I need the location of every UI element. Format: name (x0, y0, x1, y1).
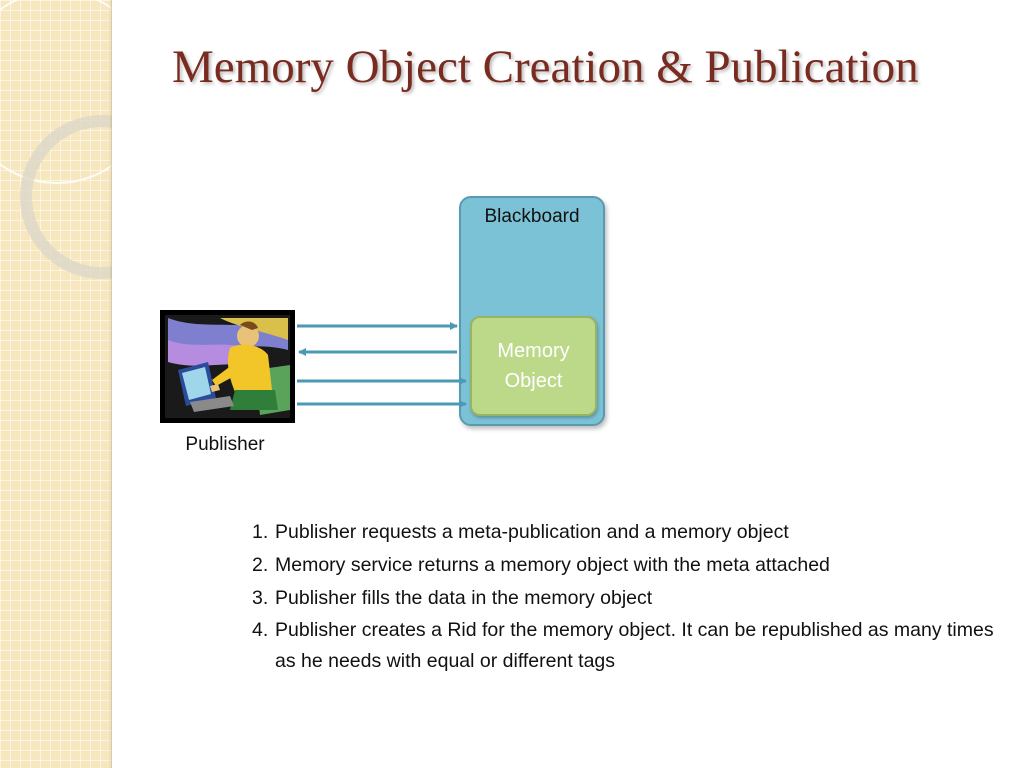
decorative-side-strip (0, 0, 112, 768)
publisher-label: Publisher (185, 434, 265, 455)
step-item: 2. Memory service returns a memory object… (252, 549, 1002, 582)
step-number: 3. (252, 587, 269, 609)
steps-list: 1. Publisher requests a meta-publication … (252, 516, 1002, 677)
memory-object-box: Memory Object (470, 316, 597, 416)
memory-object-label: Memory Object (497, 340, 570, 392)
step-text: Memory service returns a memory object w… (275, 554, 830, 576)
publisher-icon (160, 310, 295, 423)
step-text: Publisher fills the data in the memory o… (275, 587, 653, 609)
step-number: 2. (252, 554, 269, 576)
slide-title: Memory Object Creation & Publication (172, 41, 919, 93)
blackboard-label: Blackboard (484, 206, 580, 227)
step-item: 4. Publisher creates a Rid for the memory… (252, 615, 1002, 677)
step-item: 1. Publisher requests a meta-publication … (252, 516, 1002, 549)
step-item: 3. Publisher fills the data in the memory… (252, 582, 1002, 615)
step-number: 4. (252, 619, 269, 641)
step-number: 1. (252, 521, 269, 543)
step-text: Publisher creates a Rid for the memory o… (275, 619, 994, 672)
step-text: Publisher requests a meta-publication an… (275, 521, 789, 543)
